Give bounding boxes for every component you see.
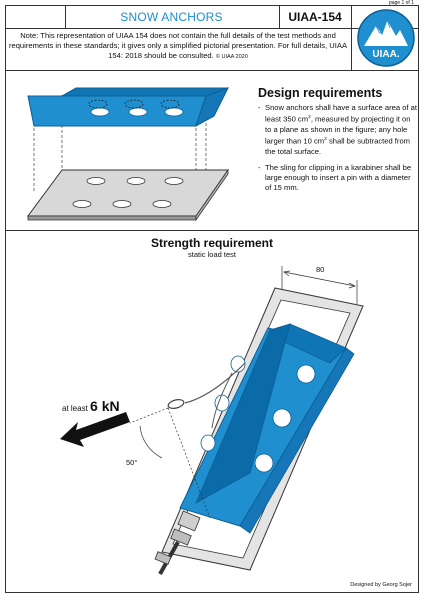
design-requirements-title: Design requirements: [258, 86, 383, 100]
design-requirements-list: Snow anchors shall have a surface area o…: [258, 103, 418, 200]
page-number: page 1 of 1: [388, 0, 414, 6]
strength-requirement-title: Strength requirement: [150, 236, 273, 250]
uiaa-logo: UIAA.: [357, 9, 415, 67]
standard-code: UIAA-154: [288, 10, 342, 24]
header-mid-divider: [279, 5, 280, 28]
disclaimer-note: Note: This representation of UIAA 154 do…: [8, 31, 348, 62]
design-item-sling: The sling for clipping in a karabiner sh…: [258, 163, 418, 194]
force-value: 6 kN: [90, 398, 120, 414]
surface-area-diagram: [27, 87, 230, 222]
header-right-divider: [351, 5, 352, 70]
angle-label: 50°: [126, 458, 138, 467]
note-divider: [5, 70, 419, 71]
logo-text: UIAA.: [372, 49, 399, 60]
design-item-surface-area: Snow anchors shall have a surface area o…: [258, 103, 418, 157]
designer-credit: Designed by Georg Sojer: [350, 582, 412, 588]
strength-requirement-subtitle: static load test: [188, 250, 236, 259]
dimension-label: 80: [316, 265, 325, 274]
document-frame: [5, 5, 419, 593]
force-label: at least 6 kN: [62, 398, 120, 414]
note-text: Note: This representation of UIAA 154 do…: [8, 31, 348, 60]
header-divider: [5, 28, 419, 29]
header-left-divider: [65, 5, 66, 28]
section-divider: [5, 230, 419, 231]
page-title: SNOW ANCHORS: [120, 10, 223, 24]
strength-test-diagram: [60, 266, 364, 575]
copyright: © UIAA 2020: [215, 54, 248, 60]
